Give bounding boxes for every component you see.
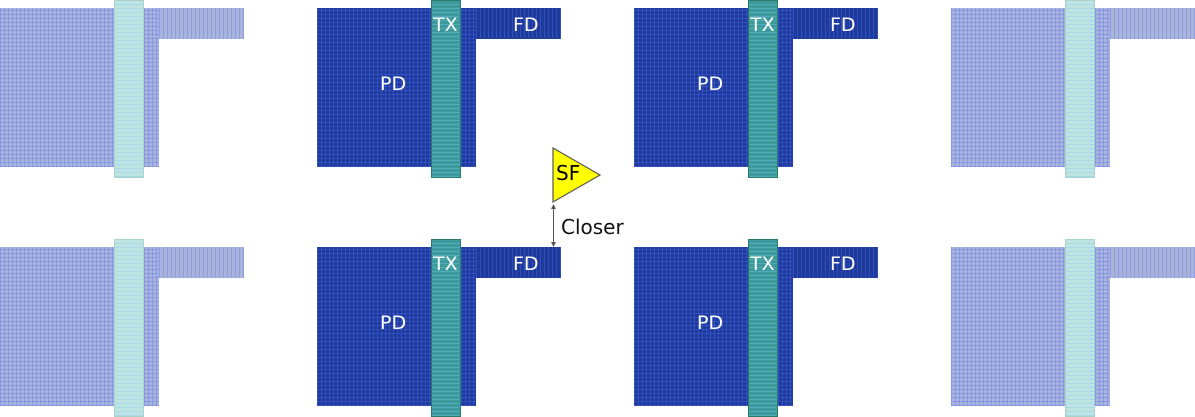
floating-diffusion (159, 247, 244, 278)
tx-label: TX (750, 14, 775, 36)
tx-label: TX (433, 14, 458, 36)
pixel-unit-inactive (951, 239, 1195, 417)
transfer-gate (431, 0, 461, 178)
floating-diffusion (476, 247, 561, 278)
pd-label: PD (697, 73, 724, 95)
source-follower-triangle-icon (552, 146, 602, 204)
pixel-unit-inactive (951, 0, 1195, 178)
floating-diffusion (1110, 8, 1195, 39)
floating-diffusion (1110, 247, 1195, 278)
transfer-gate (431, 239, 461, 417)
fd-label: FD (830, 14, 856, 36)
source-follower: SF (552, 146, 604, 209)
fd-label: FD (513, 253, 539, 275)
transfer-gate (114, 0, 144, 178)
pd-label: PD (380, 312, 407, 334)
transfer-gate (748, 239, 778, 417)
floating-diffusion (793, 247, 878, 278)
pixel-unit: PD TX FD (634, 239, 878, 417)
fd-label: FD (513, 14, 539, 36)
pd-label: PD (380, 73, 407, 95)
sf-label: SF (556, 161, 581, 185)
transfer-gate (1065, 0, 1095, 178)
tx-label: TX (433, 253, 458, 275)
tx-label: TX (750, 253, 775, 275)
transfer-gate (1065, 239, 1095, 417)
transfer-gate (114, 239, 144, 417)
closer-label: Closer (561, 215, 624, 239)
floating-diffusion (476, 8, 561, 39)
pixel-unit: PD TX FD (317, 239, 561, 417)
fd-label: FD (830, 253, 856, 275)
pixel-unit: PD TX FD (317, 0, 561, 178)
double-arrow-icon (551, 204, 556, 247)
pd-label: PD (697, 312, 724, 334)
pixel-unit-inactive (0, 239, 244, 417)
floating-diffusion (793, 8, 878, 39)
floating-diffusion (159, 8, 244, 39)
pixel-unit-inactive (0, 0, 244, 178)
pixel-unit: PD TX FD (634, 0, 878, 178)
transfer-gate (748, 0, 778, 178)
